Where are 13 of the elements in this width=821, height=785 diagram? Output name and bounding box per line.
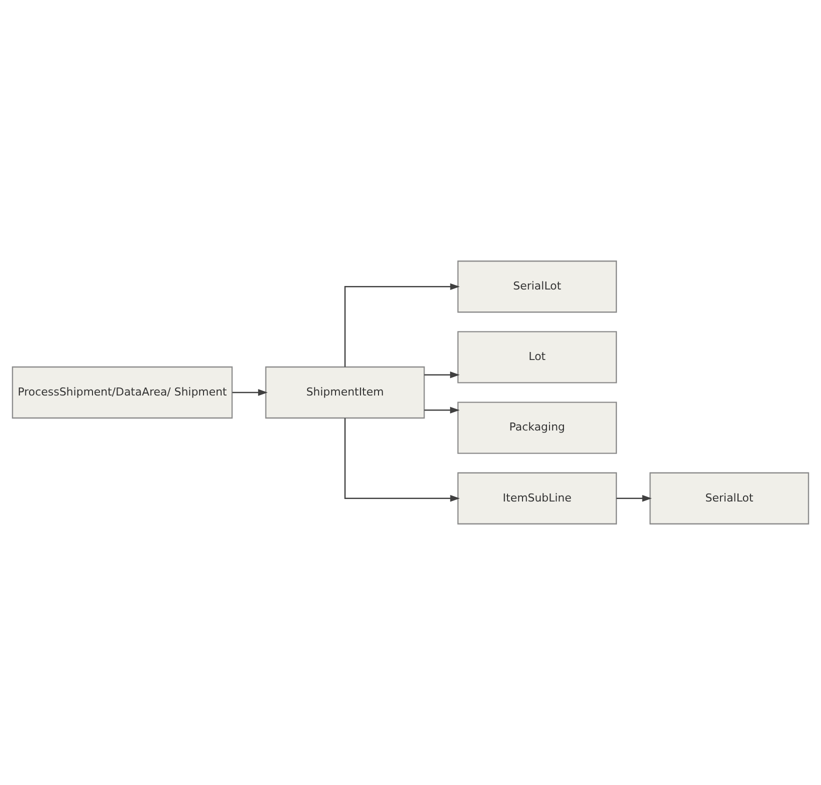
arrow bbox=[424, 406, 460, 414]
arrow bbox=[344, 418, 460, 502]
arrow bbox=[232, 389, 268, 396]
arrow bbox=[344, 283, 460, 367]
arrow bbox=[424, 372, 460, 378]
arrow bbox=[616, 495, 652, 502]
node-box: ItemSubLine bbox=[457, 472, 617, 524]
node-box: SerialLot bbox=[650, 472, 810, 524]
node-box: ProcessShipment/DataArea/ Shipment bbox=[12, 366, 233, 419]
node-box: Lot bbox=[457, 331, 617, 384]
node-box: SerialLot bbox=[457, 260, 617, 313]
node-box: Packaging bbox=[457, 402, 617, 454]
node-box: ShipmentItem bbox=[265, 366, 425, 419]
